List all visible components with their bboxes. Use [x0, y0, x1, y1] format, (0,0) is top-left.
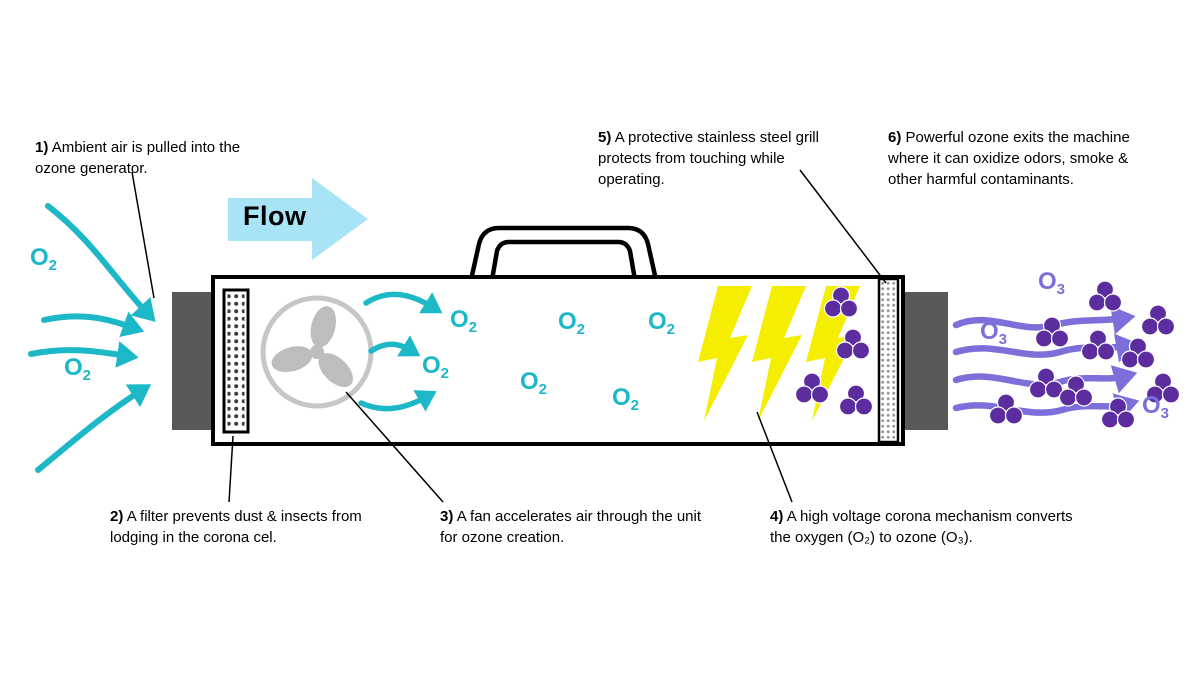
- o3-label: O3: [980, 318, 1008, 348]
- step6-label: 6) Powerful ozone exits the machine wher…: [888, 127, 1150, 190]
- step5-number: 5): [598, 129, 612, 146]
- o2-label: O2: [30, 244, 58, 274]
- o3-label: O3: [1142, 392, 1170, 422]
- step3-number: 3): [440, 508, 454, 525]
- internal-air-arrows: [358, 291, 443, 412]
- o2-label: O2: [612, 384, 640, 414]
- machine-body: [211, 275, 905, 446]
- step3-text: A fan accelerates air through the unit f…: [440, 508, 702, 546]
- o3-label: O3: [1038, 268, 1066, 298]
- step3-label: 3) A fan accelerates air through the uni…: [440, 506, 710, 548]
- filter: [222, 288, 250, 434]
- o2-label: O2: [520, 368, 548, 398]
- step2-text: A filter prevents dust & insects from lo…: [110, 508, 362, 546]
- left-end-cap: [172, 292, 214, 430]
- step4-text: A high voltage corona mechanism converts…: [770, 508, 1073, 546]
- step4-number: 4): [770, 508, 784, 525]
- step5-text: A protective stainless steel grill prote…: [598, 129, 819, 188]
- step1-label: 1) Ambient air is pulled into the ozone …: [35, 137, 270, 179]
- o2-label: O2: [450, 306, 478, 336]
- step6-number: 6): [888, 129, 902, 146]
- step4-label: 4) A high voltage corona mechanism conve…: [770, 506, 1085, 548]
- o2-label: O2: [558, 308, 586, 338]
- step1-number: 1): [35, 139, 49, 156]
- o2-label: O2: [64, 354, 92, 384]
- flow-arrow-icon: [228, 178, 368, 260]
- flow-label: Flow: [243, 201, 307, 231]
- protective-grill: [877, 277, 900, 444]
- fan-icon: [260, 295, 374, 409]
- pointer-lines: [131, 169, 887, 503]
- right-end-cap: [902, 292, 948, 430]
- step2-label: 2) A filter prevents dust & insects from…: [110, 506, 395, 548]
- step1-text: Ambient air is pulled into the ozone gen…: [35, 139, 241, 177]
- step6-text: Powerful ozone exits the machine where i…: [888, 129, 1130, 188]
- intake-air-arrows: [28, 203, 156, 473]
- o2-label: O2: [422, 352, 450, 382]
- step5-label: 5) A protective stainless steel grill pr…: [598, 127, 830, 190]
- carry-handle: [468, 225, 659, 281]
- o2-label: O2: [648, 308, 676, 338]
- step2-number: 2): [110, 508, 124, 525]
